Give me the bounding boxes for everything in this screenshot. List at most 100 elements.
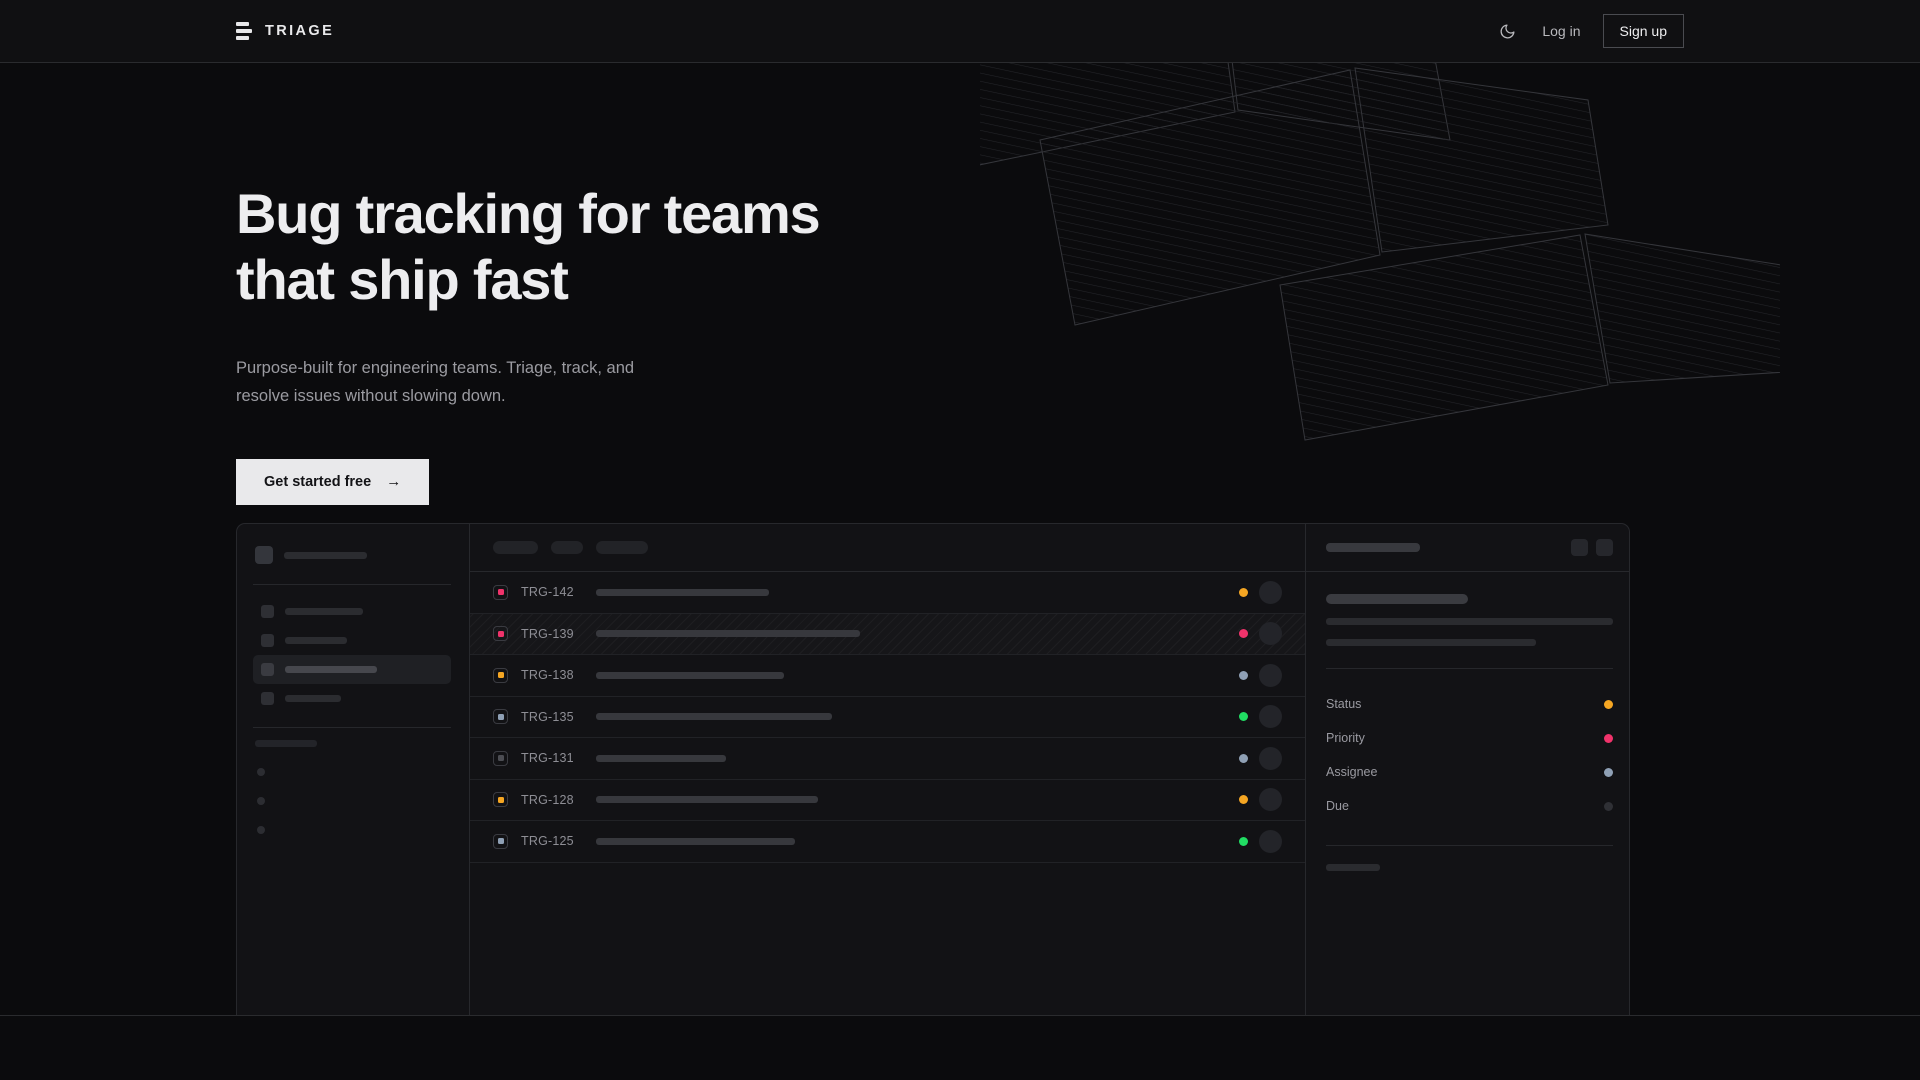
filter-chip-0[interactable]	[493, 541, 538, 554]
status-badge	[1239, 670, 1248, 680]
brand-logo[interactable]: TRIAGE	[236, 22, 334, 40]
issue-id: TRG-125	[521, 834, 574, 849]
hero-section: Bug tracking for teams that ship fast Pu…	[0, 63, 1920, 505]
row-meta	[1239, 580, 1282, 604]
sidebar-item-2[interactable]	[253, 655, 451, 684]
detail-divider-bottom	[1326, 845, 1613, 846]
priority-icon	[493, 833, 508, 849]
sidebar-sub-items	[253, 768, 451, 834]
filter-chip-2[interactable]	[596, 541, 648, 554]
issue-id: TRG-128	[521, 792, 574, 807]
detail-action-button-0[interactable]	[1571, 539, 1588, 556]
sidebar-item-0[interactable]	[253, 597, 451, 626]
sidebar-item-label-placeholder	[285, 695, 341, 702]
table-row[interactable]: TRG-139	[470, 613, 1305, 655]
issue-id: TRG-135	[521, 709, 574, 724]
priority-icon	[493, 750, 508, 766]
detail-field-assignee[interactable]: Assignee	[1326, 755, 1613, 789]
moon-icon[interactable]	[1494, 18, 1520, 44]
row-meta	[1239, 663, 1282, 687]
table-row[interactable]: TRG-131	[470, 738, 1305, 780]
sidebar-item-icon	[261, 605, 274, 618]
signup-button[interactable]: Sign up	[1602, 14, 1684, 48]
avatar[interactable]	[1259, 705, 1282, 729]
status-badge	[1239, 753, 1248, 763]
sidebar-sub-item-1[interactable]	[257, 797, 265, 805]
status-badge	[1239, 795, 1248, 805]
footer-strip	[0, 1015, 1920, 1080]
avatar[interactable]	[1259, 663, 1282, 687]
brand-name: TRIAGE	[265, 23, 335, 39]
detail-field-label: Due	[1326, 799, 1349, 813]
avatar[interactable]	[1259, 622, 1282, 646]
issue-title-placeholder	[596, 671, 784, 679]
row-meta	[1239, 746, 1282, 770]
issue-id: TRG-139	[521, 626, 574, 641]
table-row[interactable]: TRG-128	[470, 780, 1305, 821]
status-badge	[1239, 712, 1248, 722]
detail-field-label: Assignee	[1326, 765, 1378, 779]
table-row[interactable]: TRG-142	[470, 572, 1305, 614]
detail-action-button-1[interactable]	[1596, 539, 1613, 556]
sidebar-item-icon	[261, 634, 274, 647]
status-badge	[1239, 587, 1248, 597]
login-link[interactable]: Log in	[1542, 23, 1581, 39]
priority-icon	[493, 584, 508, 600]
workspace-label-placeholder	[284, 551, 367, 559]
sidebar-sub-item-0[interactable]	[257, 768, 265, 776]
issue-title-placeholder	[596, 630, 860, 638]
sidebar-sub-item-2[interactable]	[257, 826, 265, 834]
table-row[interactable]: TRG-138	[470, 655, 1305, 697]
sidebar-nav-list	[253, 597, 451, 713]
issue-title-placeholder	[596, 837, 795, 845]
issue-title-placeholder	[596, 796, 818, 804]
detail-field-label: Priority	[1326, 731, 1365, 745]
issue-title-placeholder	[596, 754, 726, 762]
detail-desc-line-2	[1326, 639, 1536, 646]
row-meta	[1239, 705, 1282, 729]
detail-title-placeholder	[1326, 594, 1468, 604]
arrow-right-icon: →	[386, 473, 402, 491]
detail-field-priority[interactable]: Priority	[1326, 721, 1613, 755]
detail-header-actions	[1571, 539, 1613, 556]
sidebar-item-1[interactable]	[253, 626, 451, 655]
row-meta	[1239, 829, 1282, 853]
hero-subtitle-line-1: Purpose-built for engineering teams. Tri…	[236, 359, 635, 378]
filter-chip-1[interactable]	[551, 541, 583, 554]
avatar[interactable]	[1259, 829, 1282, 853]
priority-icon	[493, 667, 508, 683]
detail-field-status[interactable]: Status	[1326, 687, 1613, 721]
avatar[interactable]	[1259, 746, 1282, 770]
activity-section-label	[1326, 864, 1380, 871]
table-row[interactable]: TRG-135	[470, 697, 1305, 738]
table-row[interactable]: TRG-125	[470, 821, 1305, 863]
sidebar-item-3[interactable]	[253, 684, 451, 713]
issue-id: TRG-142	[521, 585, 574, 600]
avatar[interactable]	[1259, 788, 1282, 812]
detail-divider-top	[1326, 668, 1613, 669]
detail-desc-line-1	[1326, 618, 1613, 625]
hero-subtitle: Purpose-built for engineering teams. Tri…	[236, 354, 706, 411]
page-title: Bug tracking for teams that ship fast	[236, 181, 936, 312]
priority-icon	[493, 709, 508, 725]
detail-header	[1306, 524, 1629, 572]
detail-field-value-dot	[1604, 733, 1613, 743]
workspace-avatar-icon	[255, 546, 273, 564]
list-filter-toolbar	[470, 524, 1305, 572]
issue-title-placeholder	[596, 588, 769, 596]
sidebar-divider-bottom	[253, 727, 451, 728]
priority-icon	[493, 626, 508, 642]
sidebar-item-icon	[261, 692, 274, 705]
detail-field-value-dot	[1604, 699, 1613, 709]
avatar[interactable]	[1259, 580, 1282, 604]
get-started-button[interactable]: Get started free →	[236, 458, 430, 505]
workspace-switcher[interactable]	[253, 540, 451, 570]
detail-field-value-dot	[1604, 801, 1613, 811]
detail-field-due[interactable]: Due	[1326, 789, 1613, 823]
sidebar-section-label	[255, 740, 317, 747]
